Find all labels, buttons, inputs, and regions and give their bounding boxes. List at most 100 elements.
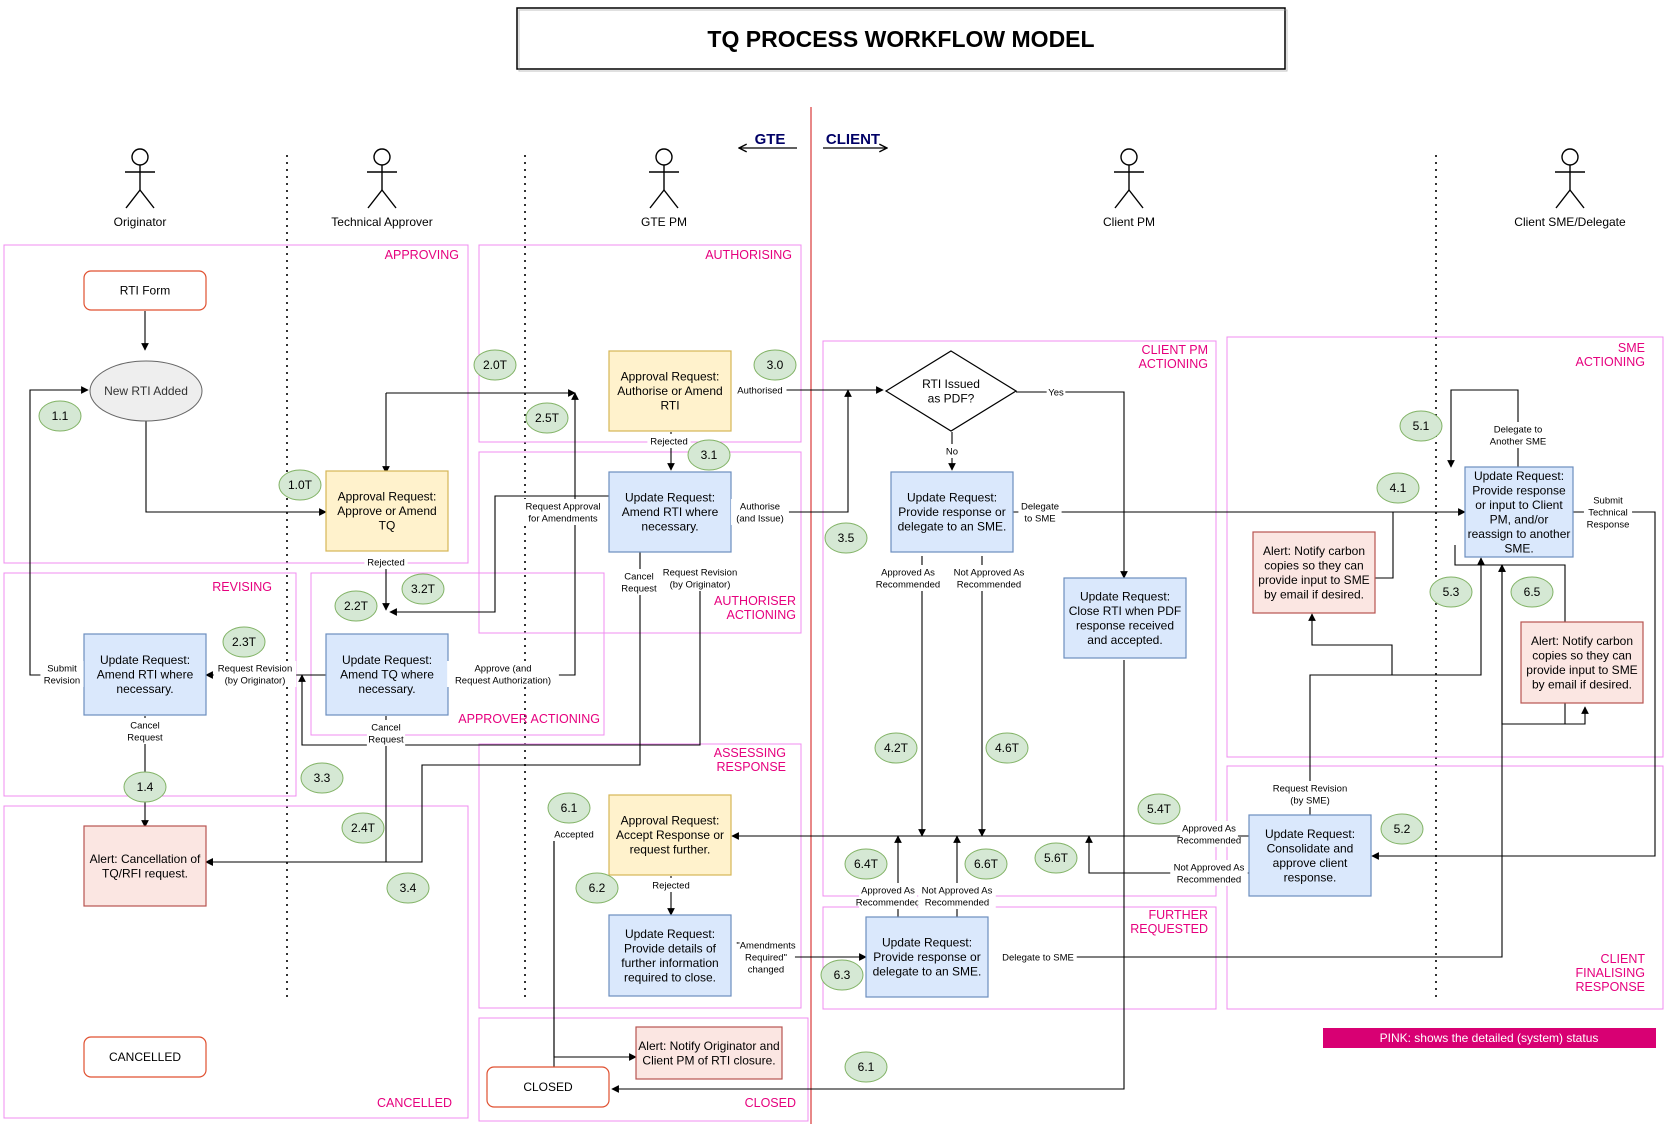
node-text: approve client — [1273, 856, 1348, 870]
node-text: Accept Response or — [616, 828, 724, 842]
node-text: CLOSED — [523, 1080, 573, 1094]
step-badge: 4.6T — [985, 732, 1029, 764]
node-text: copies so they can — [1264, 558, 1363, 572]
svg-text:GTE: GTE — [755, 131, 786, 148]
connector — [740, 389, 852, 513]
step-badge: 2.5T — [525, 402, 569, 434]
node-pm-provide: Update Request:Provide response ordelega… — [890, 471, 1014, 553]
connector-label: Rejected — [647, 434, 691, 448]
step-number: 6.1 — [858, 1060, 875, 1074]
node-text: PM, and/or — [1490, 512, 1549, 526]
step-badge: 2.3T — [222, 626, 266, 658]
step-badge: 6.5 — [1510, 576, 1554, 608]
step-badge: 6.6T — [964, 848, 1008, 880]
direction-gte: GTE — [739, 131, 797, 148]
connector — [1308, 613, 1393, 825]
connector-label-text: Authorise — [740, 501, 780, 512]
node-rti-form: RTI Form — [83, 270, 207, 311]
step-number: 3.0 — [767, 358, 784, 372]
node-text: Amend TQ where — [340, 668, 434, 682]
step-number: 5.1 — [1413, 419, 1430, 433]
step-number: 6.2 — [589, 881, 606, 895]
connector-label-text: Request — [621, 583, 657, 594]
node-text: Client PM of RTI closure. — [642, 1053, 775, 1067]
node-text: TQ/RFI request. — [102, 866, 188, 880]
step-badge: 3.2T — [401, 573, 445, 605]
connector — [389, 495, 671, 616]
swimlane-label: FINALISING — [1576, 966, 1645, 980]
step-badge: 5.3 — [1429, 576, 1473, 608]
node-text: New RTI Added — [104, 384, 188, 398]
connector — [29, 386, 89, 676]
connector — [205, 549, 641, 866]
actor-a1: Originator — [114, 148, 166, 229]
step-number: 2.4T — [351, 821, 376, 835]
node-text: Alert: Cancellation of — [90, 852, 201, 866]
node-text: RTI Form — [120, 284, 170, 298]
stick-figure-icon — [125, 148, 155, 209]
step-number: 6.1 — [561, 801, 578, 815]
step-badge: 6.3 — [820, 959, 864, 991]
step-badge: 3.0 — [753, 349, 797, 381]
step-badge: 4.2T — [874, 732, 918, 764]
node-text: Amend RTI where — [97, 668, 194, 682]
legend-text: PINK: shows the detailed (system) status — [1380, 1031, 1599, 1045]
swimlane-label: ASSESSING — [714, 746, 786, 760]
connector-label-text: Rejected — [650, 436, 688, 447]
title-box: TQ PROCESS WORKFLOW MODEL — [516, 7, 1288, 72]
node-text: necessary. — [358, 682, 415, 696]
connector-label-text: Another SME — [1490, 436, 1547, 447]
actor-name: Client SME/Delegate — [1514, 215, 1626, 229]
swimlane-label: FURTHER — [1149, 908, 1209, 922]
connector — [1367, 512, 1394, 582]
connector-label-text: Delegate to — [1494, 424, 1543, 435]
swimlane-closed: CLOSED — [478, 1017, 809, 1122]
step-badge: 2.2T — [334, 590, 378, 622]
swimlane-label: REVISING — [212, 580, 272, 594]
connector — [1502, 706, 1589, 725]
node-text: Update Request: — [882, 936, 972, 950]
node-pm-provide-2: Update Request:Provide response ordelega… — [865, 916, 989, 998]
swimlanes: APPROVINGREVISINGCANCELLEDAUTHORISINGAUT… — [3, 244, 1664, 1122]
node-text: Update Request: — [1080, 589, 1170, 603]
step-number: 1.1 — [52, 409, 69, 423]
node-new-rti: New RTI Added — [89, 360, 203, 422]
connector-label-text: (by Originator) — [670, 579, 731, 590]
connector-label-text: (and Issue) — [736, 513, 784, 524]
node-text: delegate to an SME. — [898, 520, 1007, 534]
node-text: Consolidate and — [1267, 841, 1354, 855]
connector-label-text: Rejected — [367, 557, 405, 568]
actor-name: GTE PM — [641, 215, 687, 229]
connector-label-text: Recommended — [1177, 874, 1241, 885]
actor-a5: Client SME/Delegate — [1514, 148, 1626, 229]
page-title: TQ PROCESS WORKFLOW MODEL — [707, 26, 1094, 52]
connector-label: Request Revision(by Originator) — [658, 565, 742, 591]
connector-label-text: Revision — [44, 675, 80, 686]
node-text: Provide response or — [898, 505, 1005, 519]
connector-label: Request Revision(by Originator) — [213, 661, 297, 687]
step-number: 6.3 — [834, 968, 851, 982]
direction-client: CLIENT — [823, 131, 887, 148]
connector-label-text: Technical — [1588, 507, 1628, 518]
swimlane-label: ACTIONING — [727, 608, 796, 622]
connector-label-text: "Amendments — [736, 940, 796, 951]
connector-label-text: Approve (and — [474, 663, 531, 674]
connector-label-text: Delegate to SME — [1002, 952, 1074, 963]
swimlane-label: REQUESTED — [1130, 922, 1208, 936]
connector-label: Accepted — [552, 827, 596, 841]
